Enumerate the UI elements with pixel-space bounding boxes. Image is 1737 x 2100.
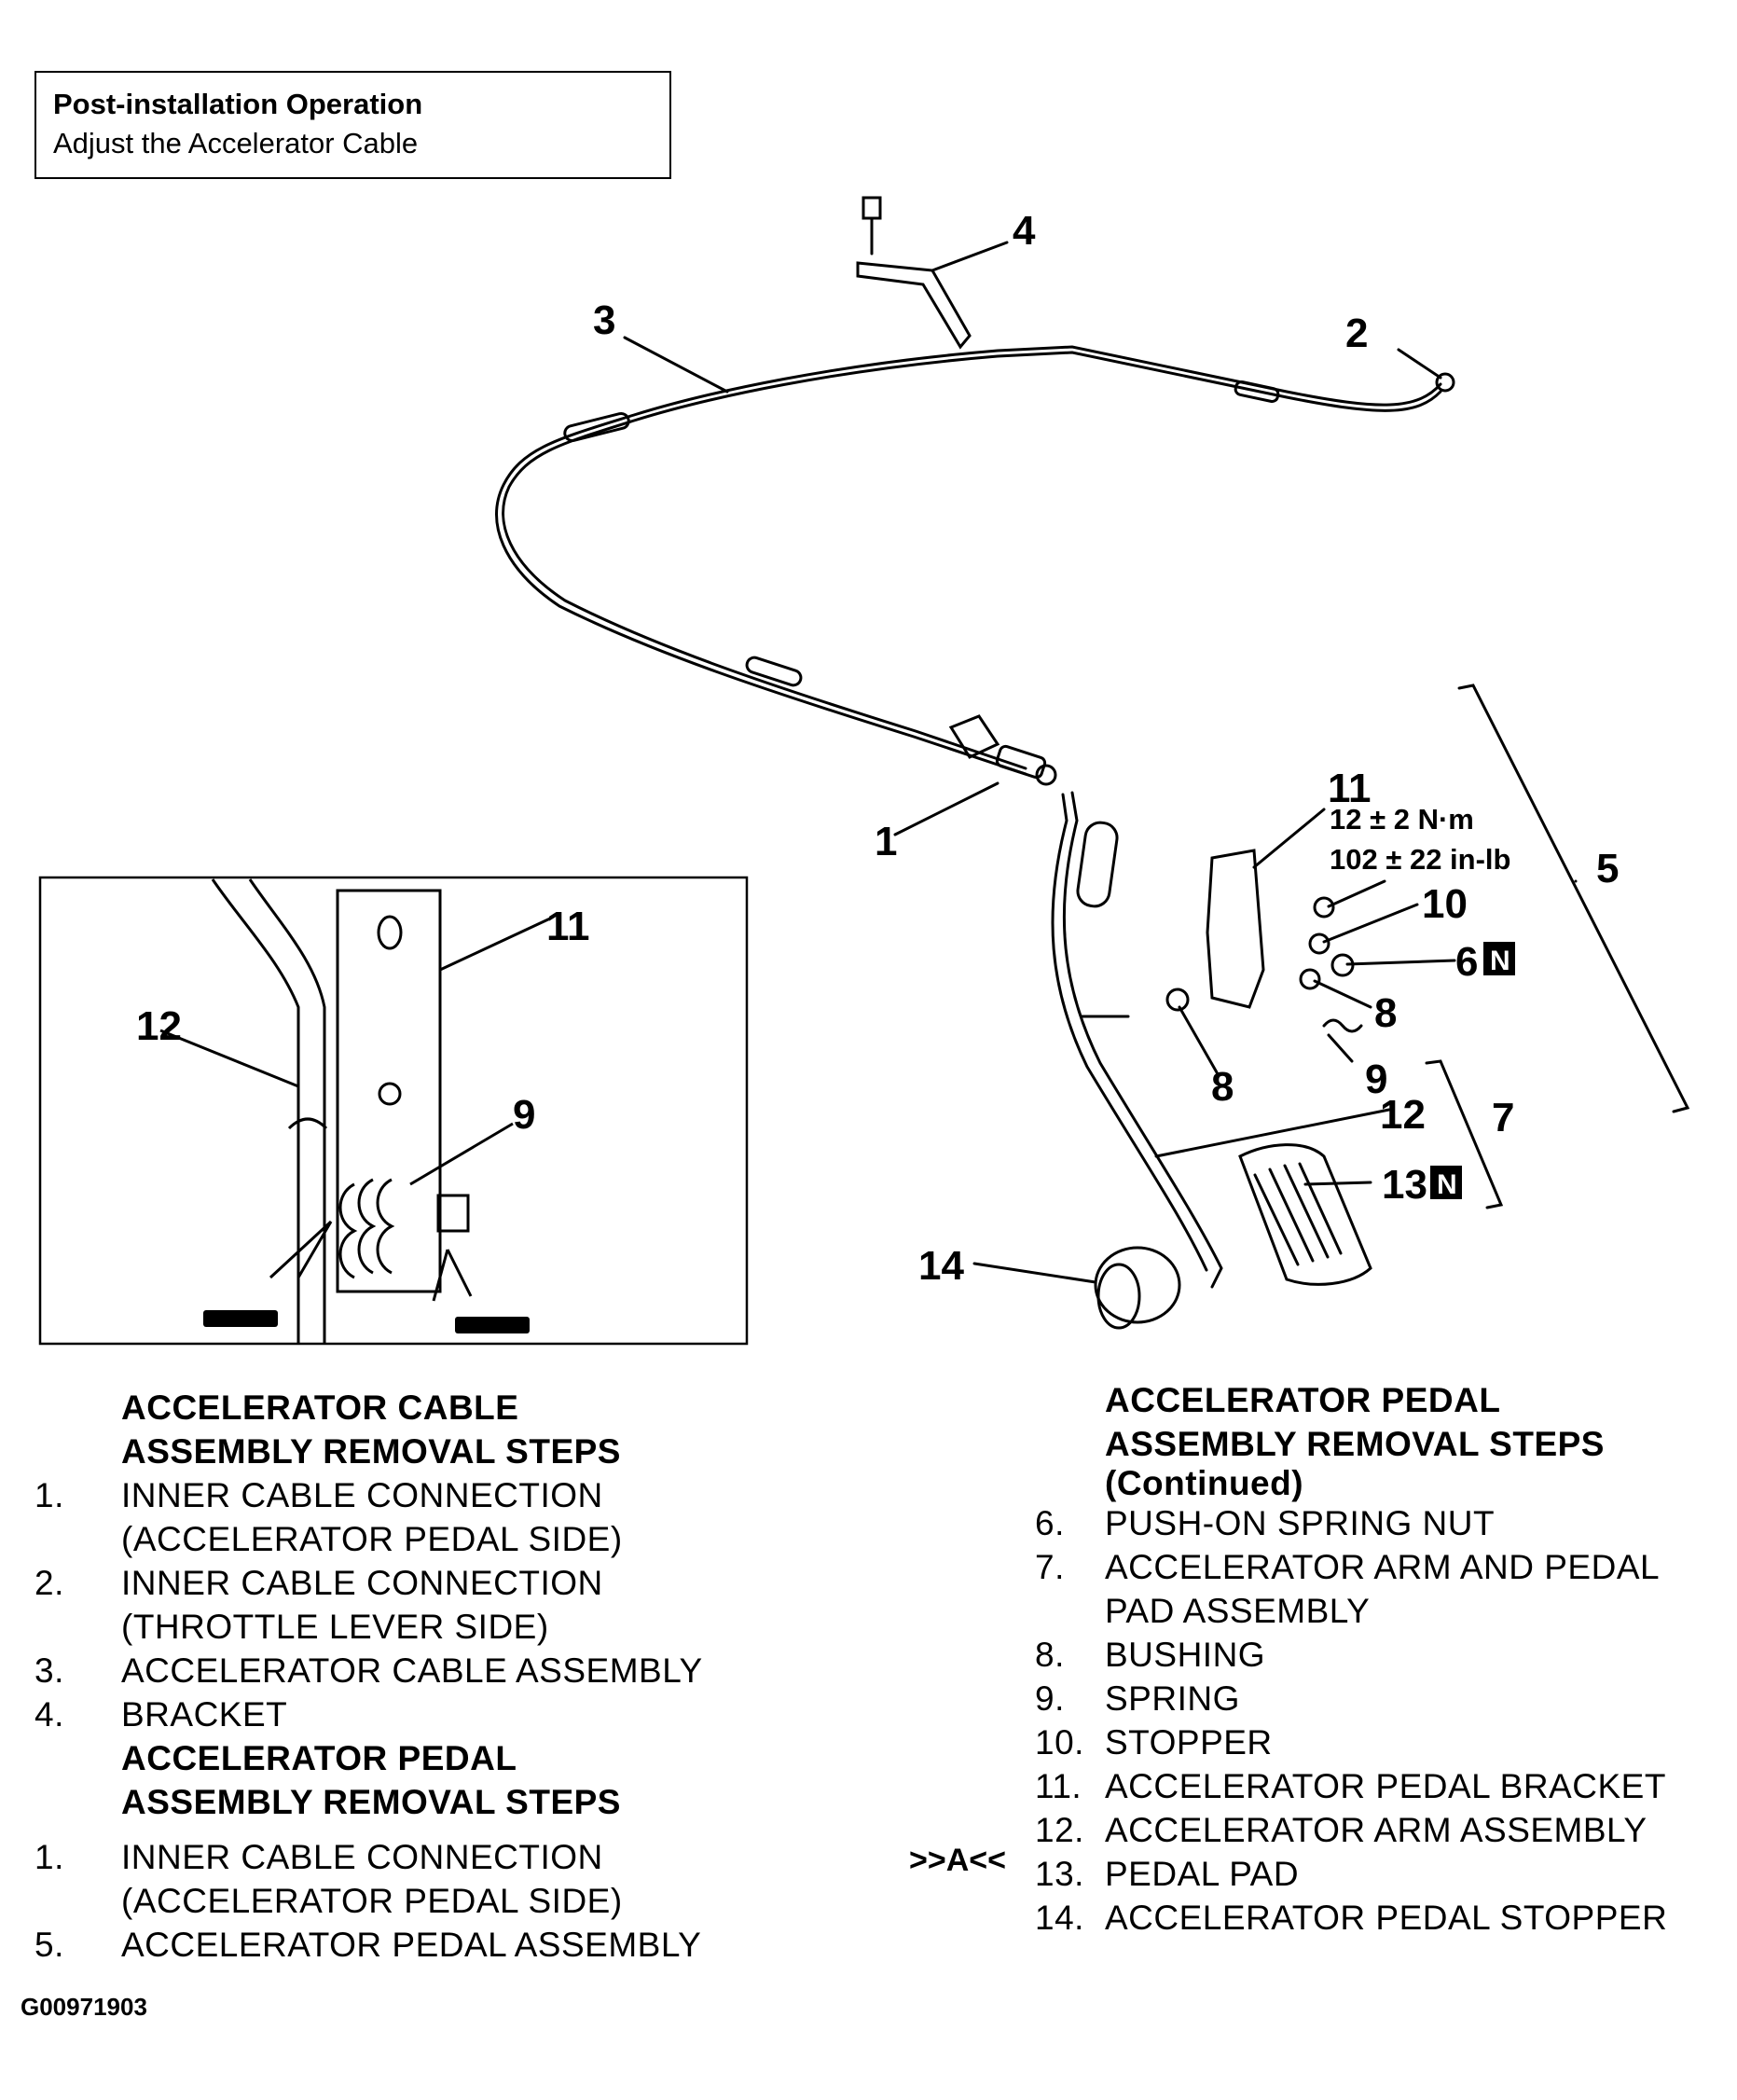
callout-14: 14 [918, 1243, 964, 1289]
callout-1: 1 [875, 819, 897, 864]
bushing-8-left [1165, 988, 1190, 1012]
step-row-cont: PAD ASSEMBLY [1105, 1592, 1371, 1630]
n-badge-6 [1483, 942, 1515, 975]
step-row: 1.INNER CABLE CONNECTION [34, 1476, 603, 1514]
callout-3: 3 [593, 297, 615, 343]
right-steps: ACCELERATOR PEDAL ASSEMBLY REMOVAL STEPS… [1035, 1378, 1737, 1940]
cable-sleeve [563, 411, 630, 443]
step-row: 8.BUSHING [1035, 1636, 1266, 1674]
heading-cable-line1: ACCELERATOR CABLE [121, 1388, 519, 1427]
inset-callout-11: 11 [546, 904, 590, 949]
grease-icon [455, 1317, 530, 1333]
callout-2: 2 [1345, 311, 1368, 356]
spring-9 [1322, 1018, 1363, 1033]
pedal-pad [1238, 1143, 1372, 1286]
accelerator-arm [1062, 791, 1223, 1289]
torque-nm: 12 ± 2 N·m [1330, 803, 1474, 836]
callout-11: 11 [1328, 766, 1372, 811]
callout-9: 9 [1365, 1057, 1387, 1102]
callout-5: 5 [1596, 846, 1619, 891]
figure-id: G00971903 [21, 1993, 147, 2021]
step-row: 14.ACCELERATOR PEDAL STOPPER [1035, 1899, 1668, 1937]
accelerator-cable [495, 345, 1442, 776]
step-row: 10.STOPPER [1035, 1723, 1273, 1762]
callout-6: 6 [1455, 939, 1478, 985]
step-row: 11.ACCELERATOR PEDAL BRACKET [1035, 1767, 1666, 1805]
callout-4: 4 [1013, 208, 1036, 254]
inset-callout-9: 9 [513, 1092, 535, 1138]
pedal-bracket [1206, 849, 1265, 1009]
heading-continued-line2: ASSEMBLY REMOVAL STEPS [1105, 1425, 1605, 1463]
callout-8-left: 8 [1211, 1064, 1234, 1110]
heading-pedal-line2: ASSEMBLY REMOVAL STEPS [121, 1783, 621, 1821]
right-step-list: 6.PUSH-ON SPRING NUT 7.ACCELERATOR ARM AN… [1035, 1501, 1737, 1940]
cable-end-throttle [1435, 372, 1455, 393]
post-installation-note: Post-installation Operation Adjust the A… [34, 71, 671, 179]
bushing-8-right [1299, 968, 1321, 990]
cable-ferrule [1234, 380, 1280, 404]
step-row: 1.INNER CABLE CONNECTION [34, 1838, 603, 1876]
n-badge-6-text: N [1490, 946, 1510, 976]
callout-13: 13 [1382, 1162, 1427, 1208]
inset-spring [338, 1182, 358, 1279]
stopper-10 [1308, 933, 1330, 955]
pedal-stopper-14 [1094, 1246, 1181, 1324]
inset-arm [211, 878, 300, 1343]
inset-bracket [336, 889, 442, 1293]
cable-bracket [856, 261, 972, 350]
step-row: 5.ACCELERATOR PEDAL ASSEMBLY [34, 1926, 702, 1964]
callout-8-right: 8 [1374, 990, 1397, 1036]
step-row-cont: (ACCELERATOR PEDAL SIDE) [121, 1882, 623, 1920]
note-text: Adjust the Accelerator Cable [53, 127, 419, 159]
step-row: 13.PEDAL PAD [1035, 1855, 1300, 1893]
step-row: 9.SPRING [1035, 1679, 1240, 1718]
left-steps: ACCELERATOR CABLE ASSEMBLY REMOVAL STEPS… [34, 1386, 762, 1967]
bracket-bolt-11 [1313, 896, 1335, 919]
cable-end-fitting [948, 714, 1000, 759]
grease-icon [203, 1310, 278, 1327]
step-row: 7.ACCELERATOR ARM AND PEDAL [1035, 1548, 1661, 1586]
step-row-cont: (THROTTLE LEVER SIDE) [121, 1608, 549, 1646]
cable-sleeve [745, 656, 803, 687]
n-badge-13-text: N [1437, 1169, 1457, 1200]
torque-inlb: 102 ± 22 in-lb [1330, 843, 1510, 876]
heading-continued-line1: ACCELERATOR PEDAL [1105, 1381, 1501, 1419]
heading-pedal-line1: ACCELERATOR PEDAL [121, 1739, 517, 1777]
heading-continued-line3: (Continued) [1105, 1464, 1304, 1502]
step-row: 4.BRACKET [34, 1695, 288, 1734]
callout-10: 10 [1422, 881, 1468, 927]
bracket-bolt [862, 196, 882, 220]
step-row-cont: (ACCELERATOR PEDAL SIDE) [121, 1520, 623, 1558]
group-bracket-7 [1425, 1059, 1504, 1209]
step-row: 6.PUSH-ON SPRING NUT [1035, 1504, 1496, 1542]
inset-detail: 11 12 9 [38, 876, 749, 1346]
inset-callout-12: 12 [136, 1003, 182, 1049]
callout-12: 12 [1380, 1092, 1426, 1138]
step-row: 2.INNER CABLE CONNECTION [34, 1564, 603, 1602]
callout-7: 7 [1492, 1095, 1514, 1140]
service-point-marker: >>A<< [909, 1843, 1006, 1878]
group-bracket-5 [1457, 684, 1690, 1113]
n-badge-13 [1430, 1166, 1462, 1199]
note-title: Post-installation Operation [53, 88, 423, 120]
step-row: 3.ACCELERATOR CABLE ASSEMBLY [34, 1651, 703, 1690]
step-row: 12.ACCELERATOR ARM ASSEMBLY [1035, 1811, 1647, 1849]
heading-cable-line2: ASSEMBLY REMOVAL STEPS [121, 1432, 621, 1471]
